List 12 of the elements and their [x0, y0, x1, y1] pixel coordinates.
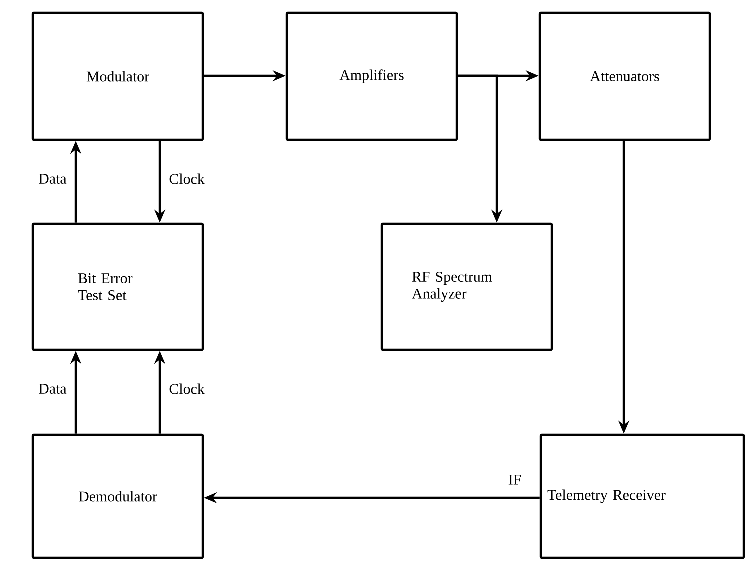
block-box: Modulator — [32, 12, 204, 142]
block-box: Demodulator — [32, 434, 204, 560]
block-box: Attenuators — [538, 12, 712, 142]
edge-label: IF — [508, 475, 522, 485]
edge-label: Clock — [170, 384, 205, 394]
block-box: Bit Error Test Set — [32, 222, 204, 352]
edge-label: Clock — [170, 174, 205, 184]
block-box: RF Spectrum Analyzer — [380, 222, 554, 352]
block-box: Telemetry Receiver — [540, 434, 746, 560]
edge-label: Data — [39, 384, 67, 394]
block-box: Amplifiers — [286, 12, 458, 142]
edge-label: Data — [39, 174, 67, 184]
